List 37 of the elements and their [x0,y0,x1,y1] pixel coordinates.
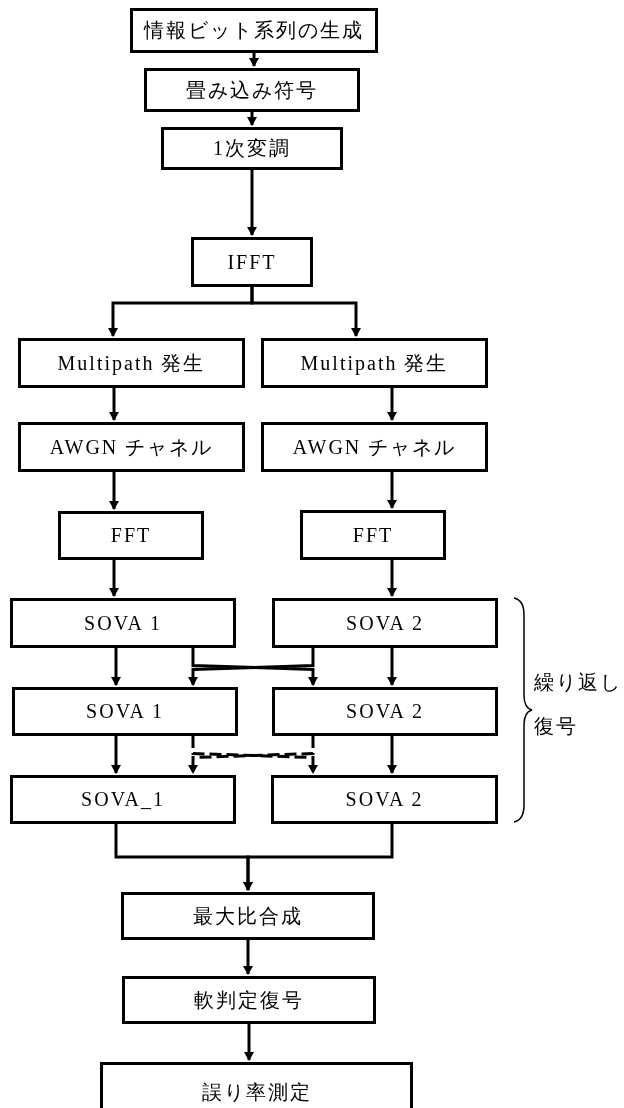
process-box: FFT [300,510,446,560]
process-box: Multipath 発生 [261,338,488,388]
arrow [250,287,361,337]
arrow [244,1024,254,1061]
process-box: SOVA 2 [271,775,498,824]
arrow [243,824,394,891]
process-box: AWGN チャネル [261,422,488,472]
arrow [387,560,397,597]
process-box: SOVA 1 [10,598,236,648]
process-box: AWGN チャネル [18,422,245,472]
process-box: 最大比合成 [121,892,375,940]
bracket-label: 繰り返し復号 [534,670,623,739]
process-box: 情報ビット系列の生成 [130,8,378,53]
process-box: 1次変調 [161,127,343,170]
arrow [247,112,257,126]
process-box: FFT [58,511,204,560]
process-box: SOVA 1 [12,687,238,736]
process-box: 軟判定復号 [122,976,376,1024]
arrow [109,472,119,510]
process-box: 畳み込み符号 [144,68,360,112]
process-box: Multipath 発生 [18,338,245,388]
process-box: SOVA 2 [272,598,498,648]
process-box: SOVA 2 [272,687,498,736]
arrow [387,736,397,774]
arrow [249,53,259,67]
process-box: SOVA_1 [10,775,236,824]
arrow [109,560,119,597]
process-box: IFFT [191,237,313,287]
arrow [111,648,121,686]
arrow [109,388,119,421]
arrow [387,472,397,509]
arrow [243,940,253,975]
arrow [111,736,121,774]
arrow [387,388,397,421]
process-box: 誤り率測定 [100,1062,413,1108]
arrow [247,170,257,236]
arrow [387,648,397,686]
